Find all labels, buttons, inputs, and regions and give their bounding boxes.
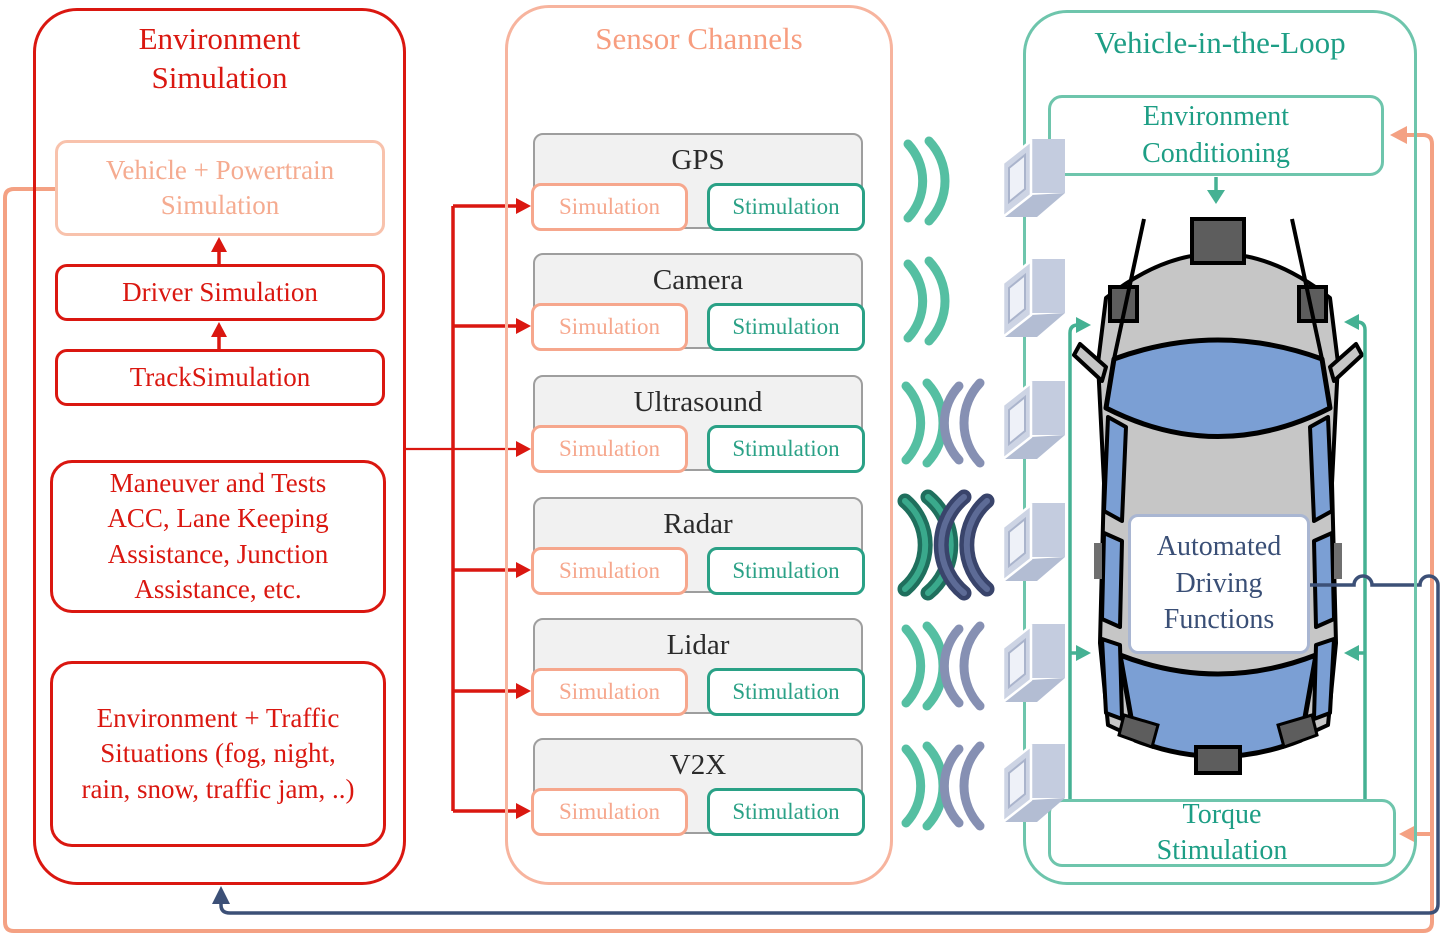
channel-lidar: Lidar Simulation Stimulation [531,618,865,716]
ultrasound-simulation-box: Simulation [531,425,688,473]
maneuver-tests-box: Maneuver and Tests ACC, Lane Keeping Ass… [50,460,386,613]
channel-radar-name: Radar [663,507,733,540]
channel-gps-name: GPS [671,143,725,176]
lidar-stimulation-box: Stimulation [707,668,865,716]
v2x-wave-icon [901,741,985,831]
channel-camera-name: Camera [652,263,744,296]
sensor-wave-icons [897,136,995,831]
channel-ultrasound-name: Ultrasound [633,385,763,418]
channel-v2x: V2X Simulation Stimulation [531,738,865,836]
automated-driving-functions-box: Automated Driving Functions [1128,514,1310,654]
driver-simulation-box: Driver Simulation [55,264,385,321]
radar-stimulation-box: Stimulation [707,547,865,595]
lidar-simulation-box: Simulation [531,668,688,716]
ultrasound-wave-icon [901,378,985,468]
lidar-wave-icon [901,621,985,711]
v2x-stimulation-box: Stimulation [707,788,865,836]
radar-simulation-box: Simulation [531,547,688,595]
channel-v2x-name: V2X [669,748,727,781]
gps-stimulation-box: Stimulation [707,183,865,231]
environment-traffic-box: Environment + Traffic Situations (fog, n… [50,661,386,847]
environment-conditioning-box: Environment Conditioning [1048,95,1384,176]
ultrasound-stimulation-box: Stimulation [707,425,865,473]
radar-wave-icon [897,489,995,601]
channel-lidar-name: Lidar [666,628,730,661]
gps-simulation-box: Simulation [531,183,688,231]
sensor-channels-title: Sensor Channels [595,21,803,56]
v2x-simulation-box: Simulation [531,788,688,836]
channel-camera: Camera Simulation Stimulation [531,253,865,351]
camera-wave-icon [903,256,950,346]
gps-wave-icon [903,136,950,226]
vehicle-powertrain-simulation-box: Vehicle + Powertrain Simulation [55,140,385,236]
camera-stimulation-box: Stimulation [707,303,865,351]
channel-gps: GPS Simulation Stimulation [531,133,865,231]
channel-ultrasound: Ultrasound Simulation Stimulation [531,375,865,473]
camera-simulation-box: Simulation [531,303,688,351]
torque-stimulation-box: Torque Stimulation [1048,799,1396,867]
vehicle-in-the-loop-title: Vehicle-in-the-Loop [1094,25,1346,60]
environment-simulation-container [33,8,406,885]
environment-simulation-title: Environment Simulation [138,21,301,95]
channel-radar: Radar Simulation Stimulation [531,497,865,595]
sensor-channels-container [505,5,893,885]
track-simulation-box: TrackSimulation [55,349,385,406]
